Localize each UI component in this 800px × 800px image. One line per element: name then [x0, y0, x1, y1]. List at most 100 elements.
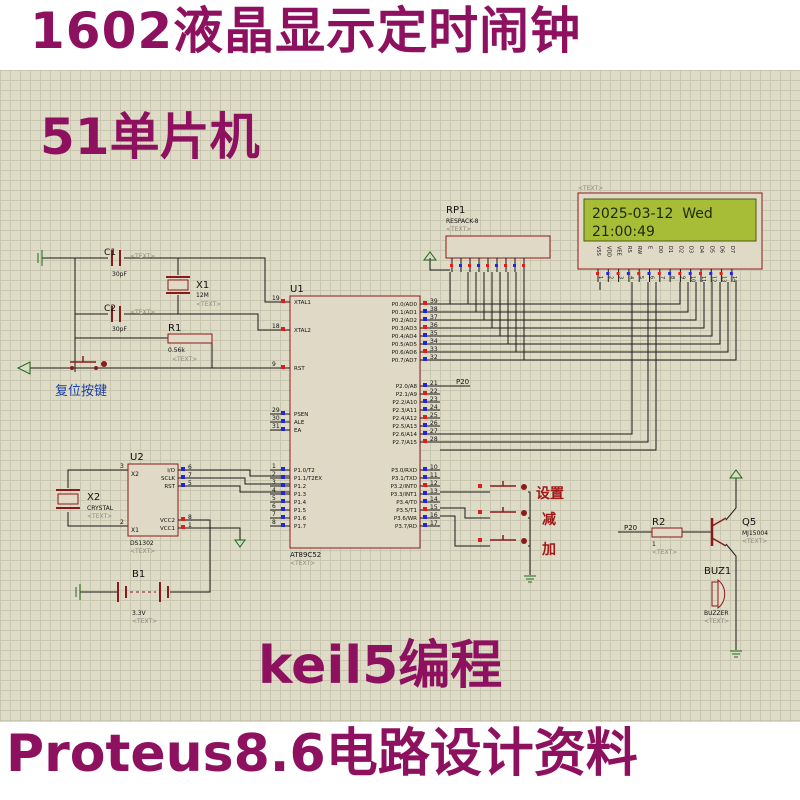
c1-capacitor: C1 30pF <TEXT> [104, 248, 155, 278]
rp1-pin-marker [468, 264, 471, 267]
u2-pin-label: X2 [131, 471, 139, 478]
lcd-pin-marker [678, 272, 682, 275]
b1-value: 3.3V [132, 610, 147, 617]
u1-pin-marker [423, 523, 427, 527]
rp1-placeholder: <TEXT> [446, 226, 471, 233]
lcd-pin-number: 6 [649, 276, 655, 279]
u2-pin-number: 6 [188, 464, 192, 471]
u1-pin-label: P0.2/AD2 [392, 318, 417, 324]
c1-value: 30pF [112, 271, 127, 278]
lcd-pin-number: 11 [700, 276, 706, 282]
u1-pin-marker [423, 439, 427, 443]
u1-pin-label: P1.5 [294, 508, 307, 514]
u1-pin-marker [423, 491, 427, 495]
x1-value: 12M [196, 292, 209, 299]
u1-pin-marker [281, 523, 285, 527]
u1-pin-label: P1.7 [294, 524, 307, 530]
lcd-pin-label: E [647, 246, 653, 249]
set-button[interactable] [478, 481, 527, 490]
u2-pin-label: X1 [131, 527, 139, 534]
u1-pin-marker [423, 391, 427, 395]
u2-pin-marker [181, 467, 185, 471]
u1-pin-number: 2 [272, 471, 276, 478]
u2-pin-number: 3 [120, 463, 124, 470]
top-banner [0, 0, 800, 70]
minus-button[interactable] [478, 507, 527, 516]
u1-pin-marker [423, 475, 427, 479]
u1-pin-number: 13 [430, 488, 438, 495]
u1-pin-label: P1.3 [294, 492, 307, 498]
u1-pin-marker [423, 383, 427, 387]
u1-pin-number: 5 [272, 495, 276, 502]
u1-mcu: U1 AT89C52 <TEXT> 19XTAL118XTAL29RST29PS… [270, 284, 440, 567]
u1-left-pins: 19XTAL118XTAL29RST29PSEN30ALE31EA1P1.0/T… [270, 295, 322, 530]
u1-pin-number: 6 [272, 503, 276, 510]
c2-placeholder: <TEXT> [130, 309, 155, 316]
u1-pin-label: P2.4/A12 [392, 416, 417, 422]
plus-button[interactable] [478, 535, 527, 544]
rp1-pin-marker [513, 264, 516, 267]
u1-pin-label: P3.6/WR [394, 516, 417, 522]
u1-pin-marker [423, 341, 427, 345]
u1-pin-number: 7 [272, 511, 276, 518]
ground-icon-buttons [524, 575, 536, 583]
rp1-resistor-pack: RP1 RESPACK-8 <TEXT> [445, 205, 551, 272]
u1-pin-number: 26 [430, 420, 438, 427]
u1-pin-label: P1.4 [294, 500, 307, 506]
lcd-pin-marker [719, 272, 723, 275]
u1-pin-number: 24 [430, 404, 438, 411]
u1-pin-label: XTAL2 [294, 328, 311, 334]
u1-pin-label: P3.3/INT1 [390, 492, 417, 498]
u1-pin-label: P3.5/T1 [396, 508, 417, 514]
u1-pin-label: EA [294, 428, 301, 434]
net-label-p20-r2: P20 [624, 524, 637, 532]
u1-pin-number: 8 [272, 519, 276, 526]
net-label-p20: P20 [456, 378, 469, 386]
b1-name: B1 [132, 569, 145, 580]
ground-icon [37, 250, 43, 266]
u1-type: AT89C52 [290, 551, 321, 559]
u1-pin-label: XTAL1 [294, 300, 311, 306]
lcd-pin-label: D0 [657, 246, 663, 253]
lcd-pin-label: D4 [698, 246, 704, 253]
u1-pin-number: 4 [272, 487, 276, 494]
x2-name: X2 [87, 492, 100, 503]
buz1-name: BUZ1 [704, 566, 731, 577]
u1-pin-number: 31 [272, 423, 280, 430]
lcd-pin-marker [699, 272, 702, 275]
software-title: keil5编程 [258, 636, 503, 696]
c2-capacitor: C2 30pF <TEXT> [104, 304, 155, 333]
u1-pin-label: P3.7/RD [395, 524, 417, 530]
lcd-pin-label: D7 [729, 246, 735, 253]
u1-pin-label: P0.3/AD3 [392, 326, 418, 332]
u1-pin-marker [423, 515, 427, 519]
c2-value: 30pF [112, 326, 127, 333]
footer-title: Proteus8.6电路设计资料 [6, 724, 638, 784]
u1-pin-number: 35 [430, 330, 438, 337]
buz1-buzzer: BUZ1 BUZZER <TEXT> [704, 566, 737, 625]
u1-pin-number: 1 [272, 463, 276, 470]
u1-pin-number: 30 [272, 415, 280, 422]
u1-pin-number: 11 [430, 472, 438, 479]
u1-pin-label: P1.1/T2EX [294, 476, 322, 482]
lcd-pin-label: RS [626, 246, 632, 253]
u1-pin-label: P2.5/A13 [392, 424, 417, 430]
u1-pin-number: 12 [430, 480, 438, 487]
u1-pin-label: P2.2/A10 [392, 400, 417, 406]
u1-pin-number: 15 [430, 504, 438, 511]
reset-button[interactable] [70, 356, 107, 370]
u1-pin-number: 3 [272, 479, 276, 486]
u1-pin-marker [281, 427, 285, 431]
u2-pin-label: SCLK [161, 476, 175, 482]
u1-pin-label: P1.6 [294, 516, 307, 522]
u1-pin-marker [423, 467, 427, 471]
u1-pin-marker [423, 399, 427, 403]
rp1-pin-marker [495, 264, 498, 267]
u1-pin-marker [423, 483, 427, 487]
u1-pin-marker [423, 333, 427, 337]
u2-placeholder: <TEXT> [130, 548, 155, 555]
u1-pin-marker [281, 475, 285, 479]
r1-value: 0.56k [168, 347, 185, 354]
u1-pin-marker [281, 327, 285, 331]
u2-pin-number: 2 [120, 519, 124, 526]
